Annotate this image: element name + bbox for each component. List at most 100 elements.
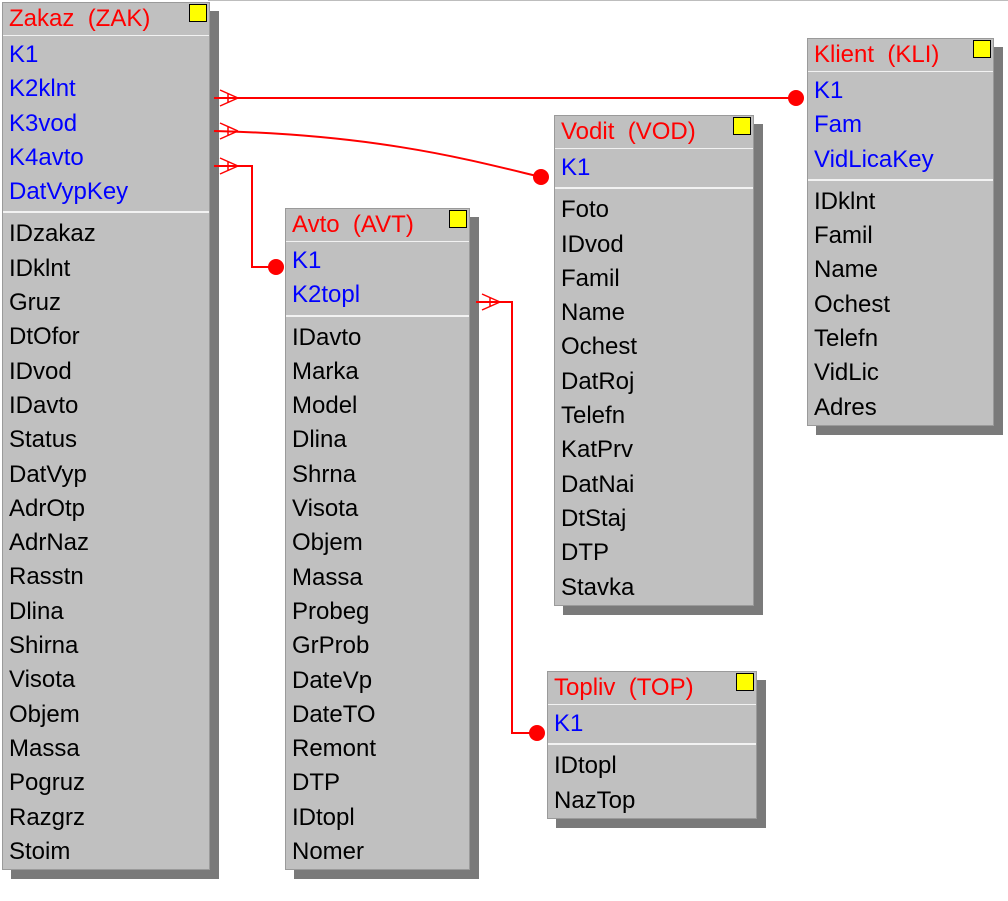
field-list: Foto IDvod Famil Name Ochest DatRoj Tele… (555, 189, 753, 605)
field-row[interactable]: IDklnt (814, 187, 876, 215)
key-row[interactable]: K2klnt (9, 75, 76, 103)
yellow-marker-icon (449, 210, 467, 228)
field-row[interactable]: IDavto (9, 391, 79, 419)
field-row[interactable]: Probeg (292, 597, 370, 625)
field-row[interactable]: Dlina (292, 426, 347, 454)
field-row[interactable]: DatRoj (561, 367, 635, 395)
field-row[interactable]: DTP (292, 769, 340, 797)
relation-line-avt-top (476, 301, 537, 734)
field-row[interactable]: Nomer (292, 838, 365, 866)
entity-title: Vodit (VOD) (561, 118, 696, 145)
entity-klient[interactable]: Klient (KLI) K1 Fam VidLicaKey IDklnt Fa… (807, 38, 994, 426)
entity-title: Topliv (TOP) (554, 674, 694, 701)
field-list: IDtopl NazTop (548, 745, 756, 818)
field-row[interactable]: Ochest (561, 333, 638, 361)
relation-endpoint-dot (533, 169, 549, 185)
crow-foot-icon (481, 293, 501, 311)
field-row[interactable]: AdrOtp (9, 494, 86, 522)
field-row[interactable]: Foto (561, 196, 610, 224)
entity-header: Topliv (TOP) (548, 672, 756, 705)
field-row[interactable]: NazTop (554, 786, 636, 814)
field-row[interactable]: Stoim (9, 837, 71, 865)
key-row[interactable]: DatVypKey (9, 178, 129, 206)
field-row[interactable]: Famil (561, 264, 620, 292)
key-row[interactable]: K2topl (292, 281, 361, 309)
field-row[interactable]: Stavka (561, 573, 635, 601)
field-row[interactable]: Dlina (9, 597, 64, 625)
key-row[interactable]: K1 (292, 247, 322, 274)
key-row[interactable]: VidLicaKey (814, 145, 934, 173)
field-row[interactable]: Marka (292, 357, 359, 385)
field-row[interactable]: Famil (814, 222, 873, 250)
yellow-marker-icon (733, 117, 751, 135)
field-row[interactable]: DtOfor (9, 323, 80, 351)
field-row[interactable]: DateVp (292, 666, 373, 694)
relation-endpoint-dot (268, 259, 284, 275)
field-row[interactable]: Razgrz (9, 803, 86, 831)
field-row[interactable]: Name (814, 256, 879, 284)
crow-foot-icon (219, 157, 239, 175)
crow-foot-icon (219, 89, 239, 107)
key-row[interactable]: K3vod (9, 109, 78, 137)
field-list: IDzakaz IDklnt Gruz DtOfor IDvod IDavto … (3, 213, 209, 869)
field-row[interactable]: IDklnt (9, 254, 71, 282)
key-row[interactable]: K4avto (9, 143, 84, 171)
key-row[interactable]: K1 (814, 77, 844, 104)
field-row[interactable]: Name (561, 299, 626, 327)
relation-line-zak-avt (214, 165, 276, 268)
key-list: K1 K2klnt K3vod K4avto DatVypKey (3, 36, 209, 214)
field-row[interactable]: AdrNaz (9, 529, 90, 557)
yellow-marker-icon (973, 40, 991, 58)
field-row[interactable]: Shirna (9, 632, 79, 660)
field-row[interactable]: IDtopl (292, 803, 355, 831)
field-row[interactable]: DatVyp (9, 460, 87, 488)
field-row[interactable]: Ochest (814, 290, 891, 318)
field-row[interactable]: VidLic (814, 359, 879, 387)
field-row[interactable]: DatNai (561, 470, 635, 498)
key-row[interactable]: Fam (814, 111, 862, 139)
field-row[interactable]: Model (292, 392, 358, 420)
field-row[interactable]: DateTO (292, 700, 376, 728)
relation-endpoint-dot (788, 90, 804, 106)
field-row[interactable]: IDavto (292, 323, 362, 351)
field-list: IDklnt Famil Name Ochest Telefn VidLic A… (808, 181, 993, 425)
relation-endpoint-dot (529, 725, 545, 741)
top-border-line (208, 0, 1008, 1)
field-row[interactable]: KatPrv (561, 436, 634, 464)
field-row[interactable]: IDtopl (554, 752, 617, 780)
entity-title: Avto (AVT) (292, 211, 414, 238)
field-row[interactable]: Telefn (814, 325, 879, 353)
field-row[interactable]: IDzakaz (9, 220, 96, 248)
entity-title: Klient (KLI) (814, 41, 940, 68)
field-row[interactable]: Adres (814, 393, 877, 421)
field-row[interactable]: Objem (292, 529, 363, 557)
field-row[interactable]: GrProb (292, 632, 370, 660)
field-row[interactable]: Gruz (9, 289, 62, 317)
field-row[interactable]: Massa (9, 734, 80, 762)
entity-header: Zakaz (ZAK) (3, 3, 209, 36)
field-row[interactable]: Objem (9, 700, 80, 728)
entity-avto[interactable]: Avto (AVT) K1 K2topl IDavto Marka Model … (285, 208, 470, 871)
entity-header: Klient (KLI) (808, 39, 993, 72)
field-row[interactable]: IDvod (561, 230, 624, 258)
field-row[interactable]: DtStaj (561, 504, 627, 532)
field-row[interactable]: Shrna (292, 460, 357, 488)
entity-zakaz[interactable]: Zakaz (ZAK) K1 K2klnt K3vod K4avto DatVy… (2, 2, 210, 871)
field-row[interactable]: Visota (9, 666, 76, 694)
key-row[interactable]: K1 (561, 154, 591, 181)
field-row[interactable]: Massa (292, 563, 363, 591)
field-row[interactable]: Remont (292, 735, 377, 763)
key-list: K1 Fam VidLicaKey (808, 72, 993, 181)
field-row[interactable]: Rasstn (9, 563, 84, 591)
field-row[interactable]: Pogruz (9, 769, 86, 797)
field-row[interactable]: IDvod (9, 357, 72, 385)
yellow-marker-icon (736, 673, 754, 691)
field-row[interactable]: Status (9, 426, 78, 454)
field-row[interactable]: DTP (561, 539, 609, 567)
key-row[interactable]: K1 (554, 710, 584, 737)
field-row[interactable]: Telefn (561, 402, 626, 430)
entity-vodit[interactable]: Vodit (VOD) K1 Foto IDvod Famil Name Och… (554, 115, 754, 606)
entity-topliv[interactable]: Topliv (TOP) K1 IDtopl NazTop (547, 671, 757, 819)
field-row[interactable]: Visota (292, 495, 359, 523)
key-row[interactable]: K1 (9, 41, 39, 68)
